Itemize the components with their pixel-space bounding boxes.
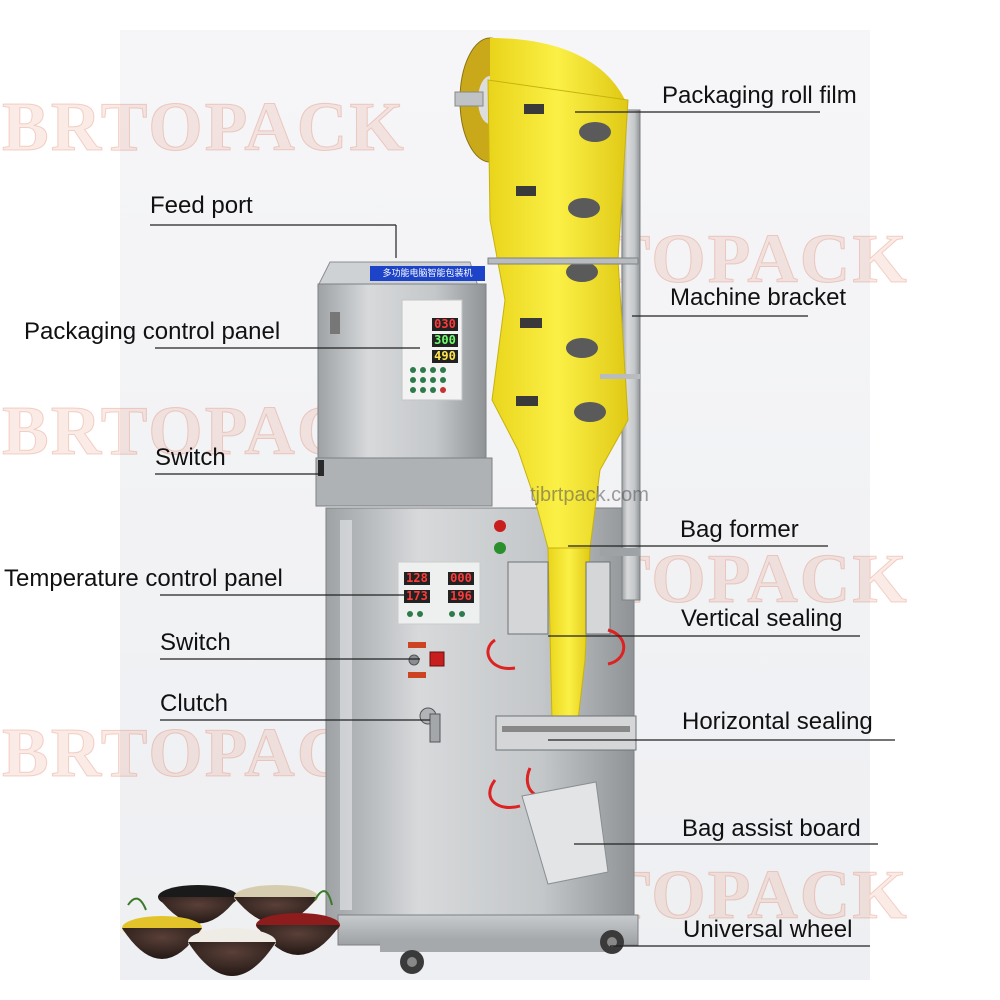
label-switch-upper: Switch (155, 444, 226, 471)
upper-switch (318, 460, 324, 476)
label-clutch: Clutch (160, 690, 229, 717)
label-feed-port: Feed port (150, 192, 253, 219)
label-temperature-control-panel: Temperature control panel (4, 565, 283, 592)
label-vertical-sealing: Vertical sealing (681, 605, 843, 632)
label-bag-former: Bag former (680, 516, 799, 543)
temp-display-3: 173 (404, 590, 430, 603)
label-bag-assist-board: Bag assist board (682, 815, 861, 842)
clutch-lever (429, 713, 441, 743)
callout-lines (150, 111, 895, 947)
label-packaging-control-panel: Packaging control panel (24, 318, 281, 345)
machine-name-plate: 多功能电脑智能包装机 (370, 266, 485, 281)
temp-display-2: 000 (448, 572, 474, 585)
packaging-display-1: 030 (432, 318, 458, 331)
label-universal-wheel: Universal wheel (683, 916, 853, 943)
packaging-display-3: 490 (432, 350, 458, 363)
website-watermark: tjbrtpack.com (530, 484, 649, 506)
universal-wheels (400, 930, 624, 974)
grain-bowls (122, 885, 340, 976)
bag-assist-board (521, 781, 609, 885)
label-machine-bracket: Machine bracket (670, 284, 847, 311)
packaging-roll-film (487, 79, 629, 549)
temp-display-4: 196 (448, 590, 474, 603)
vertical-sealing-block (507, 561, 549, 635)
label-packaging-roll-film: Packaging roll film (662, 82, 857, 109)
lower-switch (429, 651, 445, 667)
horizontal-sealing-block (495, 715, 637, 751)
temp-display-1: 128 (404, 572, 430, 585)
machine-bracket (621, 109, 641, 601)
label-horizontal-sealing: Horizontal sealing (682, 708, 873, 735)
label-switch-lower: Switch (160, 629, 231, 656)
packaging-display-2: 300 (432, 334, 458, 347)
